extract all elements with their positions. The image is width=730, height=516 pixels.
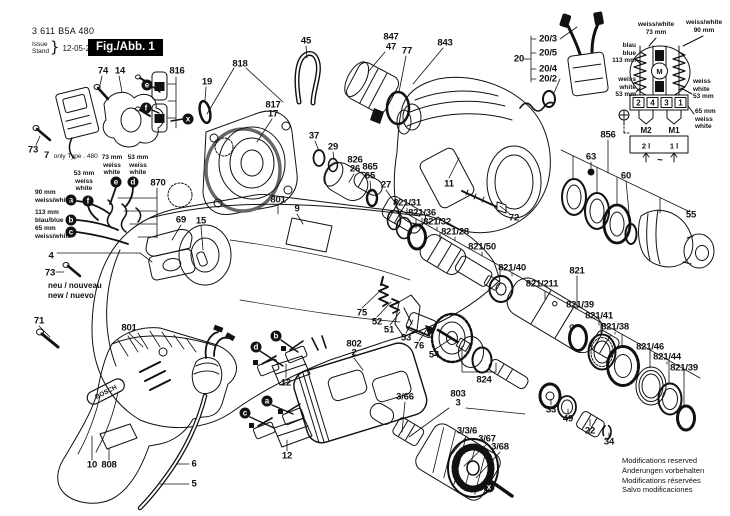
m1-label: M1 xyxy=(668,126,680,135)
modifications-line-fr: Modifications réservées xyxy=(622,475,701,485)
type-note-text: only Type . 480 xyxy=(53,153,98,160)
terminal-3: 3 xyxy=(664,99,669,108)
motor-symbol: M xyxy=(656,67,662,76)
motor-housing-drawing xyxy=(393,76,551,234)
gear-824-drawing xyxy=(430,312,529,390)
type-note: 7 only Type . 480 xyxy=(44,145,98,163)
switch-terminal-2: 2 l xyxy=(642,142,650,151)
terminal-2: 2 xyxy=(636,99,641,108)
motor-brush-leads-drawing xyxy=(249,340,313,448)
seal-chain-drawing xyxy=(560,139,715,269)
modifications-line-de: Änderungen vorbehalten xyxy=(622,465,705,475)
sleeve-847-drawing xyxy=(344,61,422,131)
figure-label: Fig./Abb. 1 xyxy=(88,39,163,56)
modifications-note: Modifications reserved Änderungen vorbeh… xyxy=(622,456,704,495)
switch-terminal-1: 1 l xyxy=(670,142,678,151)
type-note-number: 7 xyxy=(44,150,50,161)
modifications-line-en: Modifications reserved xyxy=(622,456,698,465)
field-stator-drawing xyxy=(293,335,428,444)
intermediate-parts-drawing xyxy=(312,149,426,234)
handle-housing-drawing: BOSCH xyxy=(36,327,237,504)
loop-45-drawing xyxy=(294,51,321,106)
power-cord-drawing xyxy=(137,324,236,511)
m2-label: M2 xyxy=(640,126,652,135)
wiring-schematic-drawing: M 2 4 3 1 M2 M1 2 l 1 l ~ xyxy=(618,35,704,166)
terminal-4: 4 xyxy=(650,99,655,108)
brace-glyph: } xyxy=(50,37,60,56)
issue-stand-labels: Issue Stand xyxy=(32,41,49,55)
issue-date: 12-05-22 xyxy=(62,43,95,53)
part-number: 3 611 B5A 480 xyxy=(32,26,95,36)
stand-label: Stand xyxy=(32,48,49,55)
screw-72-drawing xyxy=(461,189,507,214)
armature-drawing xyxy=(369,382,612,501)
issue-label: Issue xyxy=(32,41,48,48)
o-ring-19-drawing xyxy=(198,99,212,125)
switch-20-drawing xyxy=(519,11,609,112)
leader-lines xyxy=(35,26,610,485)
hammer-mechanism-drawing xyxy=(386,206,701,432)
modifications-line-es: Salvo modificaciones xyxy=(622,485,693,495)
gear-cover-drawing xyxy=(202,110,298,216)
switch-drawing xyxy=(32,86,100,159)
brush-plate-drawing xyxy=(93,84,165,148)
terminal-1: 1 xyxy=(678,99,683,108)
ac-symbol: ~ xyxy=(657,155,663,166)
issue-block: Issue Stand } 12-05-22 xyxy=(32,39,95,57)
